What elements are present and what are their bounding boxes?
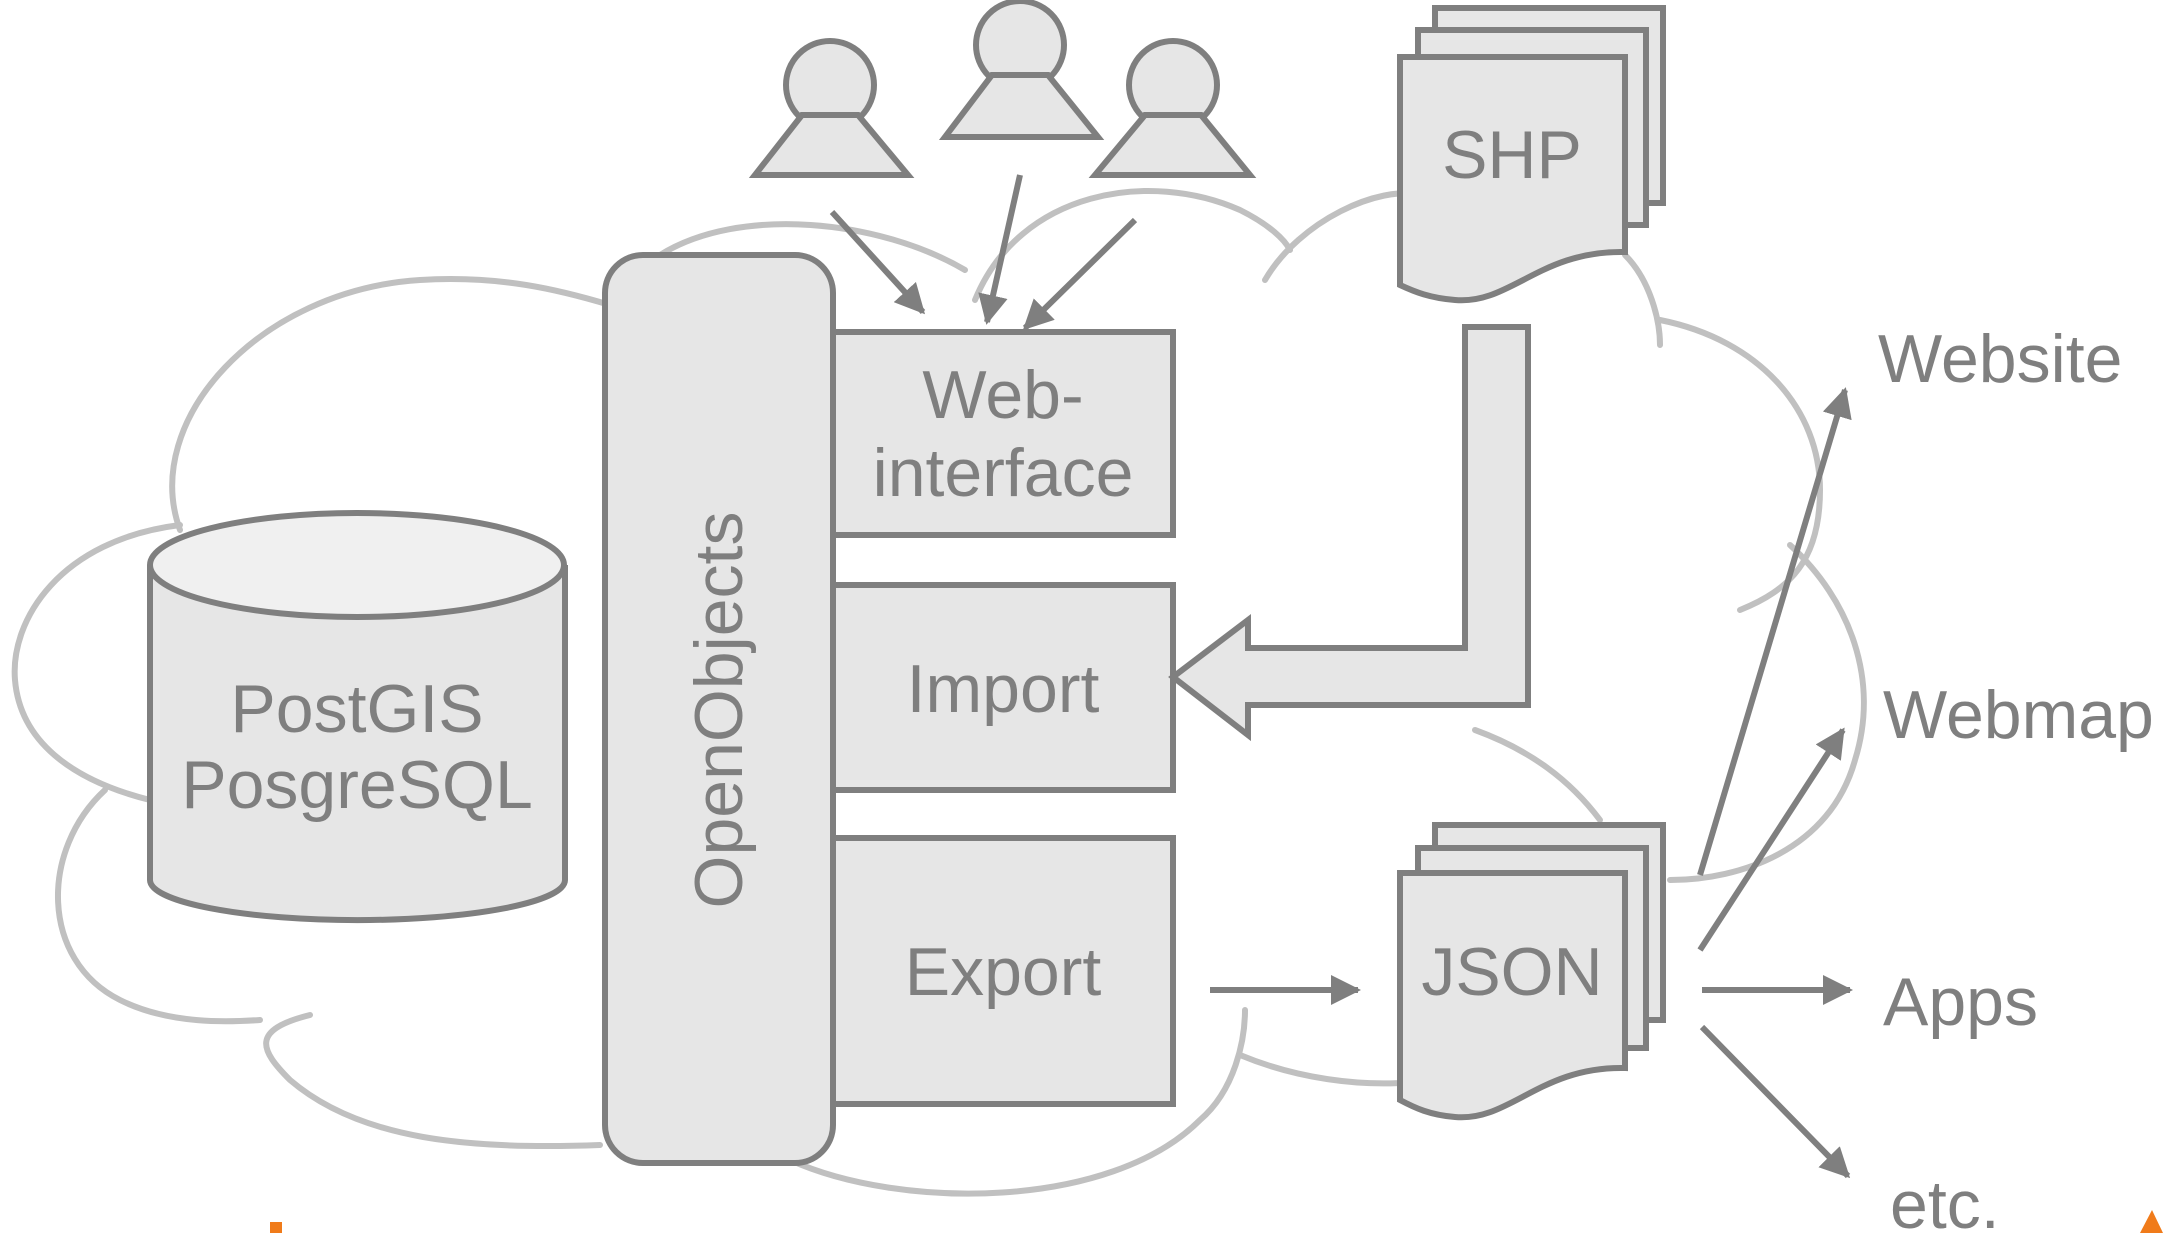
output-webmap: Webmap: [1883, 677, 2154, 753]
web-interface-label-line1: Web-: [922, 357, 1083, 433]
output-website: Website: [1878, 321, 2122, 397]
document-stack-icon: [1397, 822, 1666, 1121]
output-apps: Apps: [1883, 964, 2038, 1040]
user-arrow-left: [829, 209, 926, 315]
export-label: Export: [905, 934, 1102, 1010]
import-block-arrow: [1168, 324, 1531, 742]
arrow-to-webmap: [1697, 727, 1846, 952]
import-box: [830, 582, 1176, 793]
export-box: [830, 835, 1176, 1107]
web-interface-box: [830, 329, 1176, 538]
user-arrow-center: [978, 174, 1023, 325]
accent-mark-right: [2140, 1210, 2163, 1233]
user-icon: [938, 0, 1105, 140]
user-icon: [1088, 38, 1257, 178]
openobjects-label: OpenObjects: [681, 512, 757, 909]
database-label-line2: PosgreSQL: [181, 747, 533, 823]
user-icon: [748, 38, 915, 178]
user-arrow-right: [1022, 217, 1138, 331]
database-cylinder-icon: [147, 510, 568, 924]
shp-label: SHP: [1442, 117, 1582, 193]
json-label: JSON: [1421, 934, 1602, 1010]
import-label: Import: [907, 651, 1100, 727]
cloud-background: [11, 188, 1867, 1197]
output-etc: etc.: [1890, 1167, 2000, 1233]
arrow-to-etc: [1699, 1024, 1851, 1179]
accent-mark-left: [270, 1222, 282, 1233]
document-stack-icon: [1397, 5, 1666, 304]
database-label-line1: PostGIS: [230, 671, 483, 747]
arrow-to-website: [1697, 387, 1852, 876]
web-interface-label-line2: interface: [873, 435, 1134, 511]
